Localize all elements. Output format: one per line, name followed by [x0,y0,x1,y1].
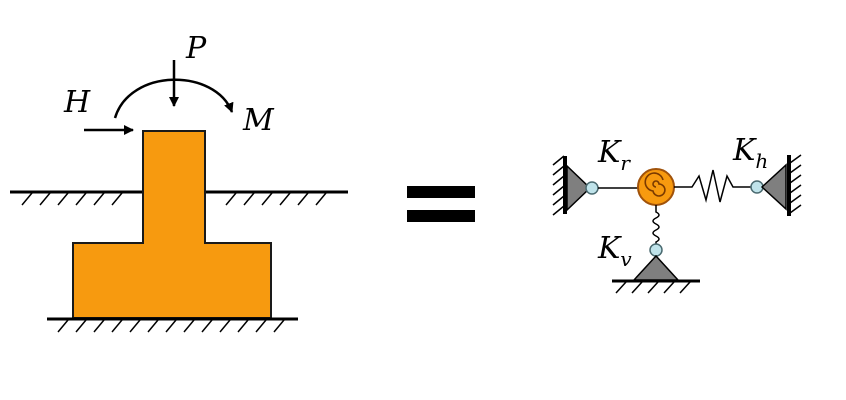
left-wall-icon [552,155,567,216]
ground-surface-hatch-left [21,192,123,206]
footing-body [72,130,272,319]
left-support-icon [566,164,592,212]
ground-surface-hatch-right [225,192,327,206]
base-ground-hatch [57,319,285,333]
bottom-support-icon [632,254,680,281]
right-support-icon [760,163,787,211]
vertical-load-label: P [185,31,207,66]
vertical-spring-label: Kv [597,231,632,271]
moment-label: M [242,103,275,138]
moment-arrow [113,78,234,119]
rotational-spring-label: Kr [597,135,631,175]
horizontal-spring-label: Kh [732,133,768,173]
equals-sign-icon [407,186,475,222]
footing-model: H P M [10,31,348,333]
bottom-ground-hatch [615,281,691,294]
left-hinge-icon [585,181,599,195]
rotational-spring-icon [637,168,675,206]
bottom-hinge-icon [649,243,663,257]
horizontal-spring-icon [674,169,752,203]
horizontal-load-label: H [63,85,91,120]
right-wall-icon [787,154,802,216]
vertical-spring-icon [652,205,660,245]
spring-model: Kr Kh Kv [552,133,802,294]
